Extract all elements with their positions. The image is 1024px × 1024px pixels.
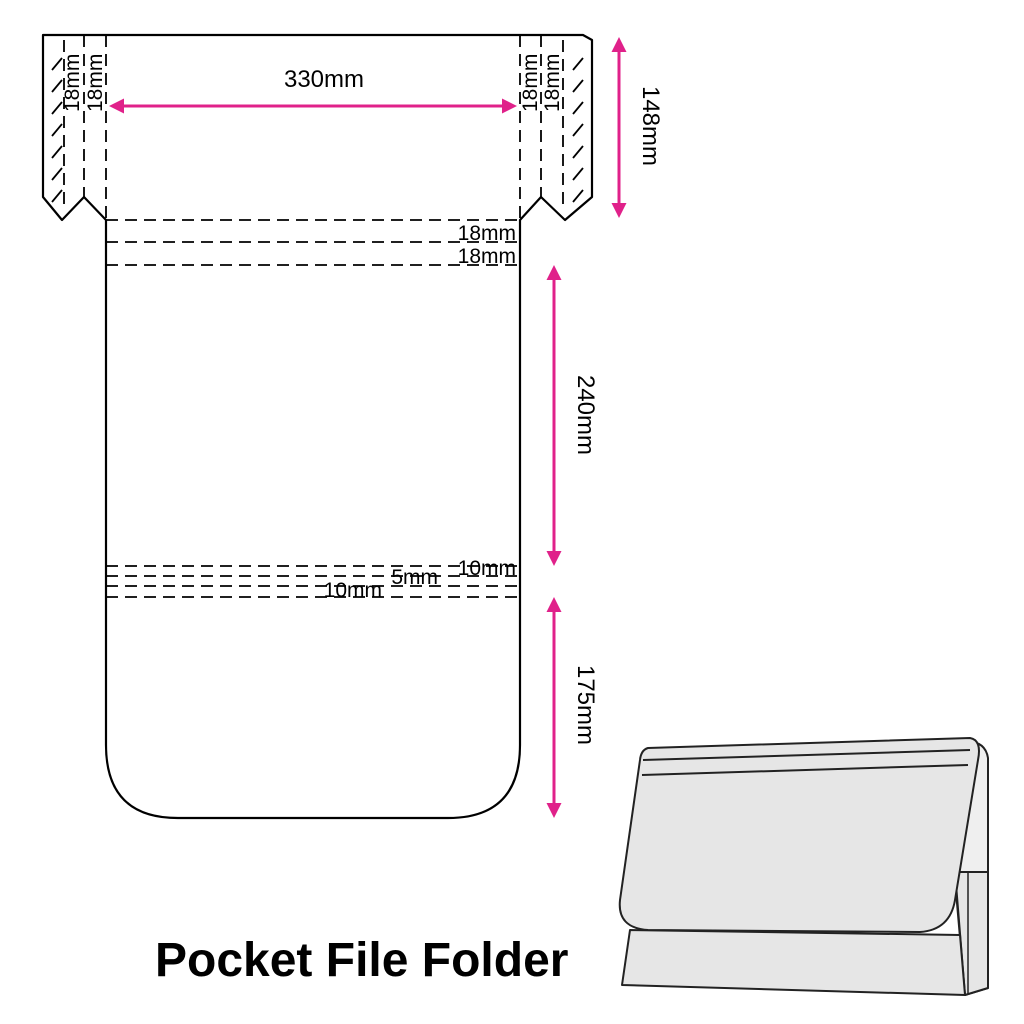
spine-labels: 18mm 18mm: [458, 222, 516, 268]
side-tab-label-1: 18mm: [61, 54, 84, 112]
spine-label-2: 18mm: [458, 245, 516, 268]
assembled-folder-illustration: [618, 737, 989, 996]
pocket-height-dimension: 175mm: [546, 597, 599, 818]
bottom-fold-label-2: 5mm: [391, 566, 438, 589]
flap-height-dimension: 148mm: [611, 37, 664, 218]
glue-hatch-right: [562, 40, 584, 205]
width-label: 330mm: [284, 66, 364, 93]
bottom-fold-labels: 10mm 5mm 10mm: [324, 557, 516, 602]
dieline-outline: [41, 33, 594, 820]
spine-folds: [106, 219, 520, 266]
bottom-fold-label-3: 10mm: [458, 557, 516, 580]
side-tab-label-2: 18mm: [84, 54, 107, 112]
flap-side-folds: [83, 35, 542, 220]
folder-front-flap: [618, 737, 980, 933]
pocket-height-label: 175mm: [572, 665, 599, 745]
side-tab-label-4: 18mm: [541, 54, 564, 112]
back-height-dimension: 240mm: [546, 265, 599, 566]
flap-height-label: 148mm: [637, 86, 664, 166]
dieline: [41, 33, 594, 820]
folder-spine-line-1: [642, 749, 971, 761]
folder-pocket-body: [621, 929, 966, 996]
side-tab-label-3: 18mm: [519, 54, 542, 112]
bottom-fold-label-1: 10mm: [324, 579, 382, 602]
folder-spine-line-2: [641, 764, 969, 776]
spine-label-1: 18mm: [458, 222, 516, 245]
side-tab-labels: 18mm 18mm 18mm 18mm: [61, 54, 564, 112]
width-dimension: 330mm: [109, 66, 517, 114]
back-height-label: 240mm: [572, 375, 599, 455]
glue-hatch-left: [51, 40, 65, 205]
diagram-title: Pocket File Folder: [155, 934, 568, 987]
bottom-folds: [106, 565, 520, 598]
